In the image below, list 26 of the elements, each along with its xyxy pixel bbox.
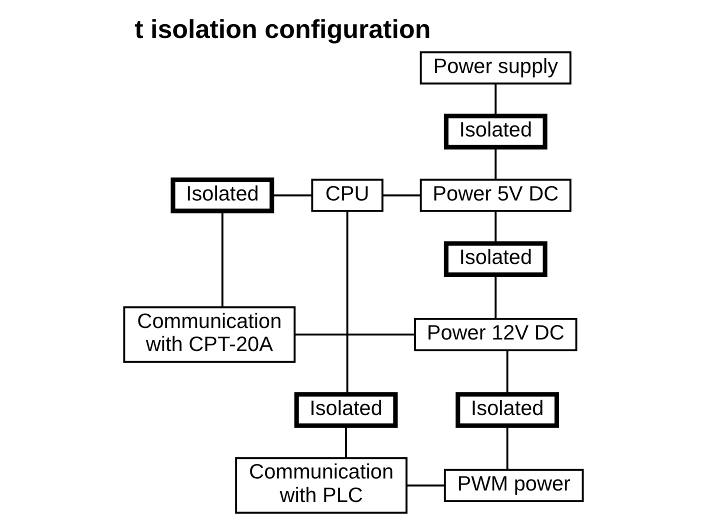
node-box: Isolated <box>443 114 547 150</box>
connector <box>494 84 496 116</box>
connector <box>220 211 223 307</box>
connector <box>406 484 444 486</box>
node-box: Power 12V DC <box>414 318 577 352</box>
connector <box>382 194 420 196</box>
node-box: Communication with PLC <box>234 457 407 514</box>
connector <box>272 194 312 196</box>
node-box: Isolated <box>455 392 559 428</box>
node-box: Isolated <box>443 241 547 277</box>
node-box: Power supply <box>419 51 571 84</box>
connector <box>344 426 346 458</box>
node-box: Power 5V DC <box>419 178 571 212</box>
node-box: Isolated <box>170 177 274 214</box>
node-box: Isolated <box>294 392 398 428</box>
connector <box>506 350 508 394</box>
connector <box>294 334 414 336</box>
connector <box>346 211 348 394</box>
connector <box>494 274 496 319</box>
connector <box>506 426 508 470</box>
node-box: PWM power <box>443 468 584 502</box>
node-box: Communication with CPT-20A <box>122 306 296 363</box>
connector <box>494 147 496 180</box>
connector <box>494 211 496 244</box>
node-box: CPU <box>310 178 383 212</box>
diagram-title: t isolation configuration <box>134 14 430 44</box>
